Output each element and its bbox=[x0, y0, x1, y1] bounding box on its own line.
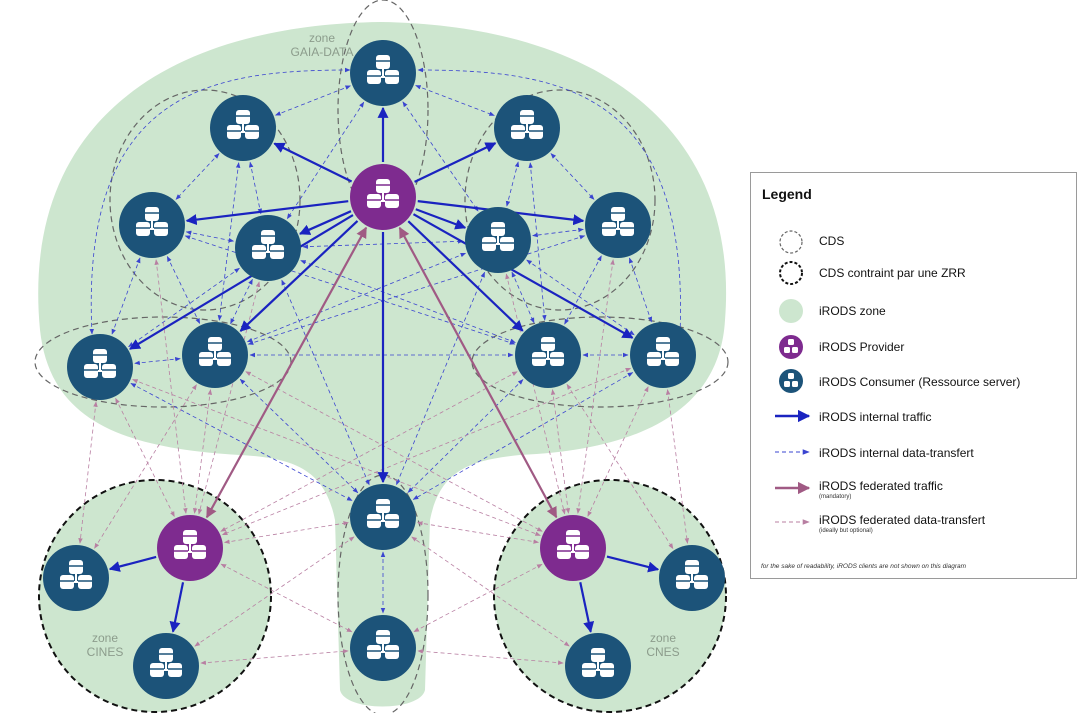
consumer-node-ul bbox=[210, 95, 276, 161]
consumer-node-m2 bbox=[182, 322, 248, 388]
edge-P-l1 bbox=[185, 200, 349, 226]
database-cluster-icon bbox=[647, 337, 679, 366]
legend-label-internal-traffic: iRODS internal traffic bbox=[819, 410, 932, 424]
legend-note-federated-traffic: (mandatory) bbox=[819, 494, 852, 500]
database-cluster-icon bbox=[367, 55, 399, 84]
consumer-node-m3 bbox=[515, 322, 581, 388]
database-cluster-icon bbox=[482, 222, 514, 251]
edge-loop-m1 bbox=[89, 67, 351, 335]
consumer-node-ur bbox=[494, 95, 560, 161]
database-cluster-icon bbox=[557, 530, 589, 559]
database-cluster-icon bbox=[602, 207, 634, 236]
database-cluster-icon bbox=[511, 110, 543, 139]
legend-label-cds-zrr: CDS contraint par une ZRR bbox=[819, 266, 966, 280]
legend-label-provider: iRODS Provider bbox=[819, 340, 905, 354]
consumer-icon bbox=[779, 369, 803, 393]
legend-label-federated-transfer: iRODS federated data-transfert bbox=[819, 513, 986, 527]
consumer-node-N2 bbox=[565, 633, 631, 699]
database-cluster-icon bbox=[60, 560, 92, 589]
edge-C2-cb2 bbox=[200, 649, 349, 665]
consumer-node-cb2 bbox=[350, 615, 416, 681]
consumer-node-top bbox=[350, 40, 416, 106]
edge-P-NP bbox=[398, 226, 558, 519]
consumer-node-r2 bbox=[465, 207, 531, 273]
consumer-node-m1 bbox=[67, 334, 133, 400]
edge-P-r2 bbox=[415, 208, 467, 230]
provider-icon bbox=[779, 335, 803, 359]
database-cluster-icon bbox=[252, 230, 284, 259]
consumer-node-C2 bbox=[133, 633, 199, 699]
irods-zone-swatch-icon bbox=[779, 299, 803, 323]
database-cluster-icon bbox=[367, 630, 399, 659]
edge-P-ur bbox=[414, 142, 497, 183]
edge-m1-C1 bbox=[78, 401, 98, 544]
consumer-node-C1 bbox=[43, 545, 109, 611]
edge-P-ul bbox=[273, 142, 353, 183]
legend-label-cds: CDS bbox=[819, 234, 845, 248]
internal-traffic-arrow-icon bbox=[775, 409, 811, 423]
edge-C2-cb bbox=[194, 536, 355, 647]
legend-note-federated-transfer: (ideally but optional) bbox=[819, 528, 873, 534]
legend-footnote: for the sake of readability, iRODS clien… bbox=[761, 563, 967, 570]
database-cluster-icon bbox=[227, 110, 259, 139]
cds-zrr-outline-icon bbox=[779, 261, 803, 285]
internal-transfer-arrow-icon bbox=[775, 449, 810, 455]
edge-N2-cb2 bbox=[417, 649, 564, 665]
database-cluster-icon bbox=[136, 207, 168, 236]
database-cluster-icon bbox=[150, 648, 182, 677]
edge-loop-m4 bbox=[417, 67, 683, 335]
edge-CP-C2 bbox=[169, 582, 185, 633]
edge-NP-N1 bbox=[606, 555, 660, 573]
federated-traffic-edges bbox=[205, 226, 558, 519]
edge-NP-N2 bbox=[579, 582, 595, 633]
database-cluster-icon bbox=[84, 349, 116, 378]
server-nodes bbox=[43, 40, 725, 699]
consumer-node-m4 bbox=[630, 322, 696, 388]
provider-node-NP bbox=[540, 515, 606, 581]
edge-m3-N1 bbox=[566, 383, 674, 550]
provider-node-CP bbox=[157, 515, 223, 581]
edge-CP-C1 bbox=[108, 555, 157, 572]
legend-label-irods-zone: iRODS zone bbox=[819, 304, 886, 318]
consumer-node-N1 bbox=[659, 545, 725, 611]
database-cluster-icon bbox=[367, 499, 399, 528]
database-cluster-icon bbox=[367, 179, 399, 208]
provider-node-P bbox=[350, 164, 416, 230]
database-cluster-icon bbox=[199, 337, 231, 366]
legend-label-consumer: iRODS Consumer (Ressource server) bbox=[819, 375, 1021, 389]
edge-N2-cb bbox=[411, 536, 570, 647]
consumer-node-l1 bbox=[119, 192, 185, 258]
consumer-node-cb bbox=[350, 484, 416, 550]
edge-top-l2 bbox=[286, 101, 365, 220]
legend-box: Legend CDS CDS contraint par une ZRR iRO… bbox=[750, 172, 1077, 579]
federated-transfer-arrow-icon bbox=[775, 519, 810, 525]
edge-P-CP bbox=[205, 226, 368, 519]
edge-m4-N1 bbox=[665, 389, 690, 544]
legend-title: Legend bbox=[762, 186, 812, 202]
database-cluster-icon bbox=[174, 530, 206, 559]
consumer-node-r1 bbox=[585, 192, 651, 258]
database-cluster-icon bbox=[532, 337, 564, 366]
database-cluster-icon bbox=[676, 560, 708, 589]
database-cluster-icon bbox=[582, 648, 614, 677]
consumer-node-l2 bbox=[235, 215, 301, 281]
legend-label-federated-traffic: iRODS federated traffic bbox=[819, 479, 943, 493]
legend-label-internal-transfer: iRODS internal data-transfert bbox=[819, 446, 974, 460]
federated-traffic-arrow-icon bbox=[775, 481, 811, 495]
cds-outline-icon bbox=[779, 230, 803, 254]
